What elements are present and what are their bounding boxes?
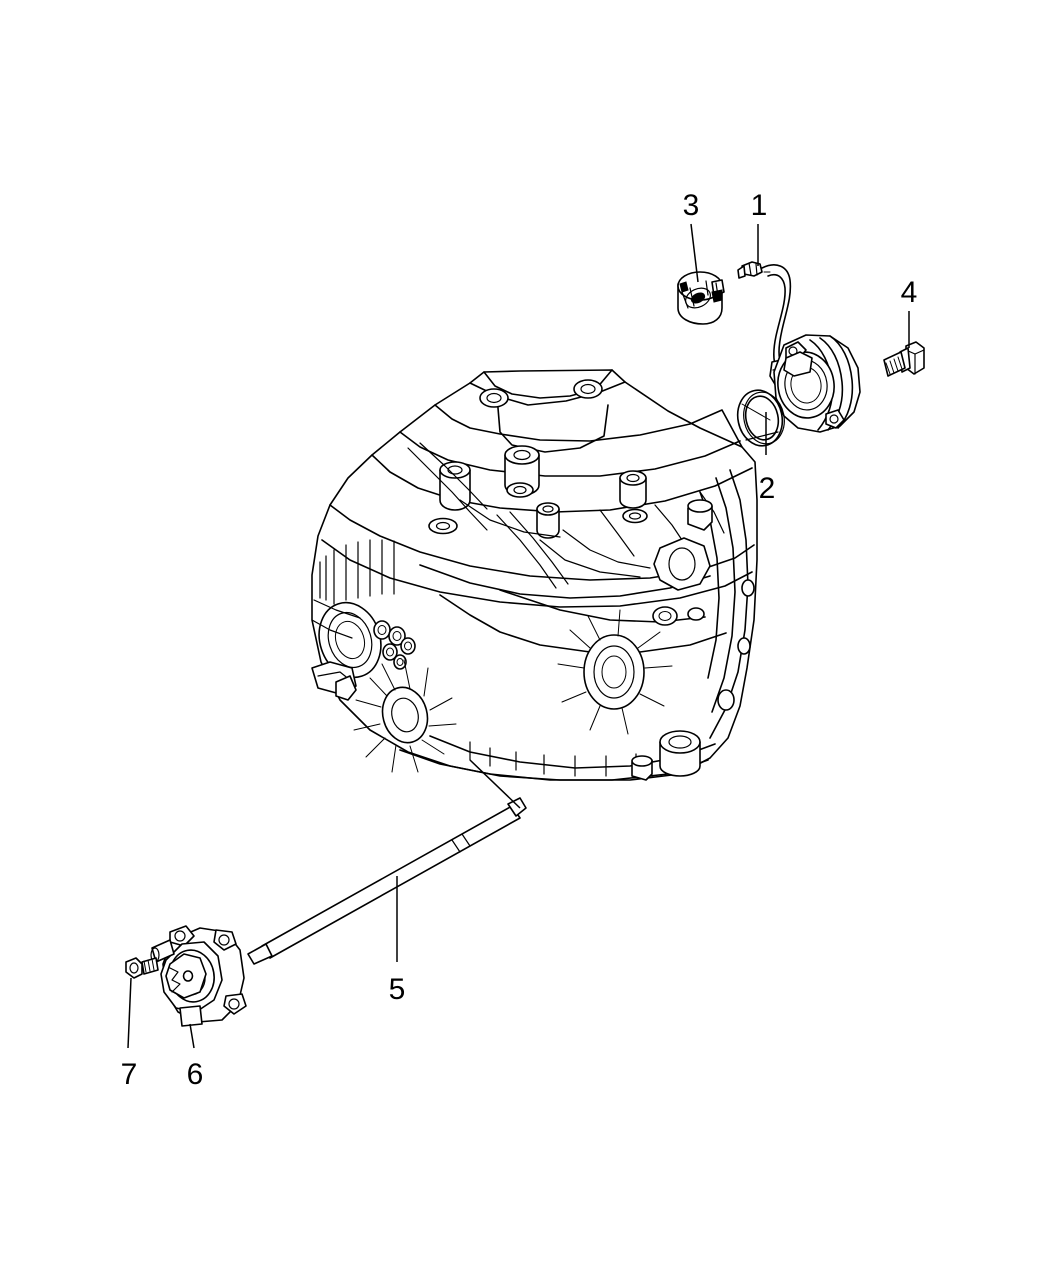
callout-label-5: 5 (388, 973, 406, 1006)
callout-label-3: 3 (682, 189, 700, 222)
part-2-seal-ring (736, 389, 785, 447)
part-7-small-bolt (125, 957, 159, 979)
callout-label-6: 6 (186, 1058, 204, 1091)
case-fins-left (319, 539, 395, 605)
part-3-release-bearing (677, 271, 725, 325)
leader-6 (189, 1023, 195, 1049)
part-6-selector-housing (150, 925, 247, 1027)
callout-leaders (127, 223, 910, 1049)
part-4-hex-bolt (883, 341, 925, 377)
callout-label-2: 2 (758, 472, 776, 505)
callout-label-1: 1 (750, 189, 768, 222)
leader-7 (127, 977, 132, 1049)
part-5-release-shaft (247, 759, 527, 965)
leader-3 (690, 223, 699, 283)
left-bearing-bore (318, 601, 382, 679)
left-bore-cluster (373, 620, 416, 670)
concentric-slave-cylinder (773, 334, 861, 433)
differential-bore (353, 659, 457, 773)
callout-label-7: 7 (120, 1058, 138, 1091)
callout-label-4: 4 (900, 276, 918, 309)
transaxle-case-assembly (311, 369, 758, 781)
right-bearing-bore (557, 609, 673, 735)
case-deck-bosses (428, 445, 648, 539)
